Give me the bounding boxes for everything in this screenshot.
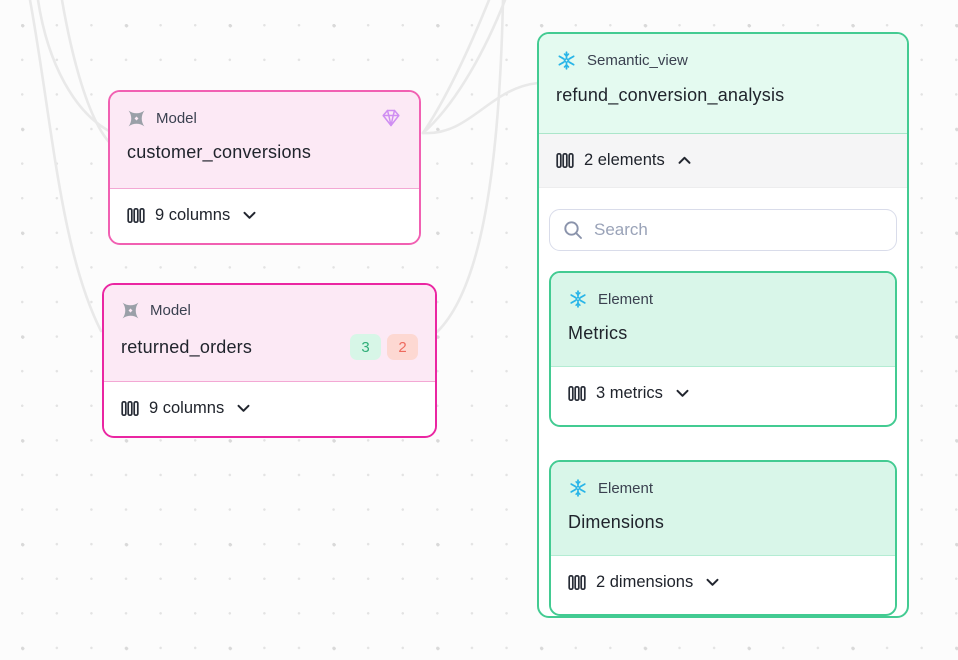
columns-count-label: 9 columns bbox=[155, 206, 231, 224]
node-header: Model returned_orders 3 2 bbox=[104, 285, 435, 382]
edge bbox=[60, 0, 111, 144]
elements-count-label: 2 elements bbox=[584, 151, 665, 169]
edge bbox=[421, 0, 507, 135]
dimensions-expander[interactable]: 2 dimensions bbox=[551, 556, 895, 609]
model-icon bbox=[127, 109, 146, 128]
snowflake-icon bbox=[568, 478, 588, 498]
element-card-metrics[interactable]: Element Metrics 3 metrics bbox=[549, 271, 897, 427]
chevron-up-icon bbox=[678, 156, 691, 165]
node-type-label: Model bbox=[156, 109, 197, 127]
columns-icon bbox=[121, 400, 139, 417]
node-title: returned_orders bbox=[121, 336, 253, 357]
element-card-dimensions[interactable]: Element Dimensions 2 dimensions bbox=[549, 460, 897, 616]
node-refund-conversion-analysis[interactable]: Semantic_view refund_conversion_analysis… bbox=[537, 32, 909, 618]
element-title: Metrics bbox=[568, 323, 628, 343]
chevron-down-icon bbox=[237, 404, 250, 413]
element-header: Element Dimensions bbox=[551, 462, 895, 556]
elements-expander[interactable]: 2 elements bbox=[539, 134, 907, 188]
snowflake-icon bbox=[556, 50, 577, 71]
columns-expander[interactable]: 9 columns bbox=[104, 382, 435, 435]
columns-expander[interactable]: 9 columns bbox=[110, 189, 419, 242]
columns-icon bbox=[568, 574, 586, 591]
element-header: Element Metrics bbox=[551, 273, 895, 367]
node-title: refund_conversion_analysis bbox=[556, 85, 785, 105]
gem-icon bbox=[380, 108, 402, 128]
node-title: customer_conversions bbox=[127, 142, 312, 162]
search-box bbox=[549, 209, 897, 251]
columns-count-label: 9 columns bbox=[149, 399, 225, 417]
passed-count-badge: 3 bbox=[350, 334, 381, 360]
node-header: Model customer_conversions bbox=[110, 92, 419, 189]
edge bbox=[435, 0, 505, 334]
search-icon bbox=[562, 219, 584, 241]
chevron-down-icon bbox=[676, 389, 689, 398]
metrics-expander[interactable]: 3 metrics bbox=[551, 367, 895, 420]
chevron-down-icon bbox=[243, 211, 256, 220]
edge bbox=[421, 81, 540, 135]
node-type-label: Semantic_view bbox=[587, 52, 688, 69]
element-type-label: Element bbox=[598, 479, 654, 497]
node-header: Semantic_view refund_conversion_analysis bbox=[539, 34, 907, 134]
edge bbox=[28, 0, 103, 333]
chevron-down-icon bbox=[706, 578, 719, 587]
columns-icon bbox=[568, 385, 586, 402]
columns-icon bbox=[127, 207, 145, 224]
node-type-label: Model bbox=[150, 302, 191, 319]
snowflake-icon bbox=[568, 289, 588, 309]
search-input[interactable] bbox=[549, 209, 897, 251]
element-title: Dimensions bbox=[568, 512, 665, 532]
dimensions-count-label: 2 dimensions bbox=[596, 573, 694, 591]
failed-count-badge: 2 bbox=[387, 334, 418, 360]
node-returned-orders[interactable]: Model returned_orders 3 2 9 columns bbox=[102, 283, 437, 438]
columns-icon bbox=[556, 152, 574, 169]
model-icon bbox=[121, 301, 140, 320]
node-customer-conversions[interactable]: Model customer_conversions bbox=[108, 90, 421, 245]
edge bbox=[421, 0, 491, 135]
element-type-label: Element bbox=[598, 290, 654, 308]
metrics-count-label: 3 metrics bbox=[596, 384, 663, 402]
